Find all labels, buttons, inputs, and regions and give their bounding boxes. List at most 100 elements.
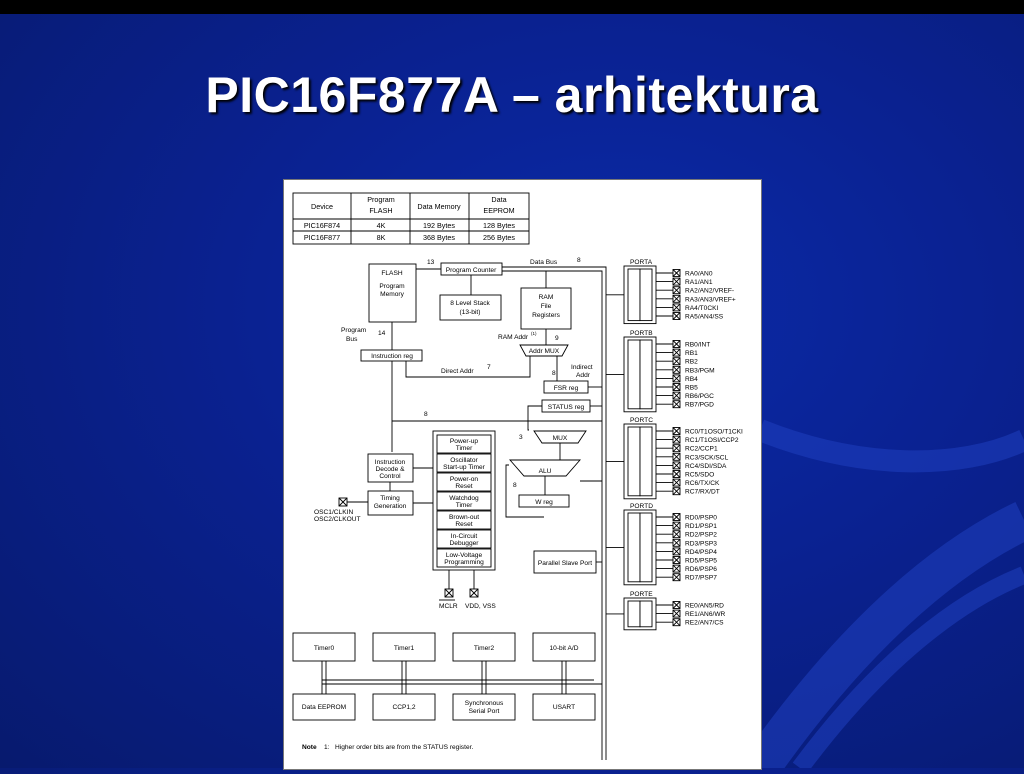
svg-text:MCLR: MCLR [439,603,458,610]
svg-text:Addr MUX: Addr MUX [529,348,560,355]
pin-label: RD2/PSP2 [685,532,717,539]
osc-pin-icon [338,497,348,507]
pin-icon [672,573,681,582]
pin-icon [672,374,681,383]
svg-text:Reset: Reset [455,483,472,490]
table-cell: 256 Bytes [483,233,515,242]
svg-text:Reset: Reset [455,521,472,528]
pin-label: RB0/INT [685,342,710,349]
pin-icon [672,470,681,478]
pin-label: RC1/T1OSI/CCP2 [685,437,739,444]
svg-text:Brown-out: Brown-out [449,514,479,521]
peripheral-block: Timer2 [452,632,516,694]
stack-block: 8 Level Stack (13-bit) [439,294,502,321]
svg-text:Start-up Timer: Start-up Timer [443,464,486,471]
pin-icon [672,521,681,530]
svg-text:File: File [541,303,552,310]
svg-text:(1): (1) [531,331,537,336]
svg-text:Programming: Programming [444,559,484,566]
pin-label: RC2/CCP1 [685,446,718,453]
fsr-reg-block: FSR reg [543,380,589,394]
pin-icon [672,538,681,547]
architecture-diagram: Device Program FLASH Data Memory Data EE… [283,179,762,770]
pin-icon [672,286,681,295]
pin-icon [672,547,681,556]
svg-text:Oscillator: Oscillator [450,457,478,464]
pin-label: RB6/PGC [685,393,714,400]
program-counter-block: Program Counter [440,262,503,276]
svg-text:In-Circuit: In-Circuit [451,533,478,540]
peripheral-block: Timer1 [372,632,436,694]
table-header-program-l2: FLASH [369,206,392,215]
pin-icon [672,357,681,366]
svg-text:Direct Addr: Direct Addr [441,368,474,375]
mux-block: MUX [533,430,587,444]
table-cell: 192 Bytes [423,221,455,230]
table-header-eeprom-l1: Data [491,195,506,204]
pin-icon [672,452,681,461]
peripheral-block: 10-bit A/D [532,632,596,694]
port-porta: PORTARA0/AN0RA1/AN1RA2/AN2/VREF-RA3/AN3/… [606,259,736,325]
pin-label: RB2 [685,359,698,366]
bus-width-8: 8 [577,257,581,264]
addr-mux-block: Addr MUX [519,344,569,357]
table-cell: PIC16F874 [304,221,340,230]
pin-icon [672,556,681,564]
port-label: PORTA [630,259,653,266]
pin-icon [672,294,681,303]
data-bus: Data Bus 8 [502,257,607,760]
svg-text:Generation: Generation [374,503,407,510]
pin-label: RA0/AN0 [685,271,713,278]
svg-text:Program: Program [341,327,367,334]
svg-text:Control: Control [379,473,401,480]
peripheral-block: Timer0 [292,632,356,694]
svg-text:Instruction: Instruction [375,459,406,466]
svg-text:RAM: RAM [539,294,554,301]
svg-text:Power-on: Power-on [450,476,479,483]
note-text: Higher order bits are from the STATUS re… [335,744,473,751]
pin-icon [672,365,681,374]
pin-icon [672,478,681,487]
peripheral-block: CCP1,2 [372,693,436,721]
pin-icon [672,391,681,400]
svg-text:Timer0: Timer0 [314,645,335,652]
svg-text:8: 8 [552,370,556,377]
pin-label: RC7/RX/DT [685,489,720,496]
pin-label: RD1/PSP1 [685,523,717,530]
svg-text:(13-bit): (13-bit) [460,309,481,316]
pin-label: RA3/AN3/VREF+ [685,296,736,303]
svg-text:W reg: W reg [535,499,553,506]
pin-icon [672,564,681,573]
svg-text:Timer: Timer [456,445,473,452]
pin-icon [672,513,681,521]
svg-text:ALU: ALU [539,468,552,475]
svg-text:Indirect: Indirect [571,364,593,371]
pin-icon [672,400,681,409]
svg-text:Program: Program [379,283,405,290]
svg-text:Timer: Timer [456,502,473,509]
pin-label: RA5/AN4/SS [685,314,724,321]
timing-generation-block: Timing Generation [367,490,414,516]
table-header-eeprom-l2: EEPROM [483,206,514,215]
svg-text:STATUS reg: STATUS reg [548,404,585,411]
note-label: Note [302,744,317,751]
pin-label: RD7/PSP7 [685,575,717,582]
pin-icon [672,427,681,435]
table-cell: 4K [377,221,386,230]
pin-icon [672,312,681,320]
status-reg-block: STATUS reg [541,399,591,413]
svg-text:Decode &: Decode & [376,466,406,473]
mclr-pin-icon [444,588,454,598]
pin-label: RD4/PSP4 [685,549,717,556]
svg-text:FLASH: FLASH [381,270,402,277]
table-header-device: Device [311,202,333,211]
svg-text:Program Counter: Program Counter [446,267,497,274]
block-diagram: Device Program FLASH Data Memory Data EE… [292,192,743,760]
ram-block: RAM File Registers [520,287,572,330]
pin-icon [672,530,681,539]
